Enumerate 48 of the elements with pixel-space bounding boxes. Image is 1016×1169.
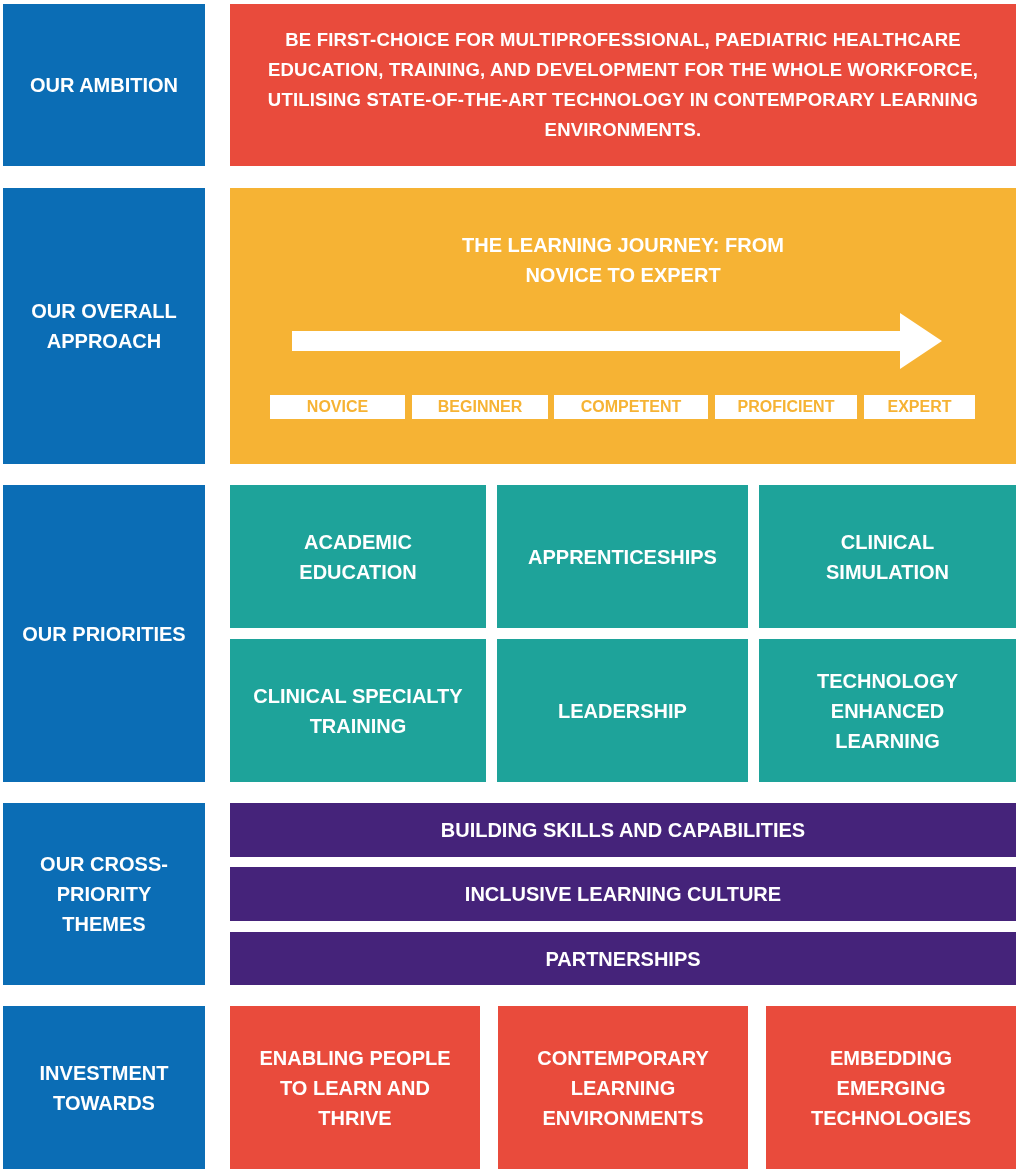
stage-label: NOVICE (306, 399, 369, 415)
stage-label: EXPERT (887, 399, 952, 415)
priority-box (230, 639, 486, 782)
stage-label: PROFICIENT (737, 399, 835, 415)
section-label-panel (3, 803, 205, 985)
priority-label: CLINICAL SIMULATION (825, 529, 950, 585)
stage-label: COMPETENT (580, 399, 682, 415)
priority-box (759, 485, 1016, 628)
priority-box (497, 639, 748, 782)
investment-box (230, 1006, 480, 1169)
theme-label: PARTNERSHIPS (545, 948, 701, 969)
panel-heading: THE LEARNING JOURNEY: FROM NOVICE TO EXPERT (461, 233, 785, 288)
theme-bar (230, 932, 1016, 985)
theme-bar (230, 867, 1016, 921)
theme-bar (230, 803, 1016, 857)
priority-label: ACADEMIC EDUCATION (298, 529, 418, 585)
stage-box (715, 395, 857, 419)
section-label-panel (3, 4, 205, 166)
stage-label: BEGINNER (437, 399, 523, 415)
priority-label: CLINICAL SPECIALTY TRAINING (252, 683, 464, 739)
stage-box (554, 395, 708, 419)
ambition-panel (230, 4, 1016, 166)
priority-box (759, 639, 1016, 782)
section-label: OUR PRIORITIES (22, 621, 186, 647)
investment-box (766, 1006, 1016, 1169)
section-label-panel (3, 1006, 205, 1169)
theme-label: BUILDING SKILLS AND CAPABILITIES (440, 820, 806, 840)
investment-label: CONTEMPORARY LEARNING ENVIRONMENTS (536, 1045, 710, 1131)
section-label: INVESTMENT TOWARDS (38, 1060, 170, 1116)
stage-box (270, 395, 405, 419)
investment-box (498, 1006, 748, 1169)
ambition-statement: BE FIRST-CHOICE FOR MULTIPROFESSIONAL, PAEDIATRIC HEALTHCARE EDUCATION, TRAINING, AND DEVELOPMENT FOR THE WHOLE WORKFORCE, UTILISING STATE-OF-THE-ART TECHNOLOGY IN CONTEMPORARY LEARNING ENVIRONMENTS. (266, 28, 980, 142)
theme-label: INCLUSIVE LEARNING CULTURE (464, 884, 782, 904)
stage-box (864, 395, 975, 419)
section-label-panel (3, 485, 205, 782)
investment-label: ENABLING PEOPLE TO LEARN AND THRIVE (258, 1045, 452, 1131)
section-label: OUR CROSS-PRIORITY THEMES (39, 852, 169, 937)
section-label: OUR OVERALL APPROACH (30, 299, 178, 354)
section-label-panel (3, 188, 205, 464)
priority-box (497, 485, 748, 628)
priority-label: TECHNOLOGY ENHANCED LEARNING (815, 668, 960, 754)
approach-panel (230, 188, 1016, 464)
priority-label: APPRENTICESHIPS (528, 544, 717, 570)
priority-box (230, 485, 486, 628)
priority-label: LEADERSHIP (558, 698, 687, 724)
section-label: OUR AMBITION (29, 73, 179, 98)
investment-label: EMBEDDING EMERGING TECHNOLOGIES (810, 1045, 972, 1131)
stage-box (412, 395, 548, 419)
